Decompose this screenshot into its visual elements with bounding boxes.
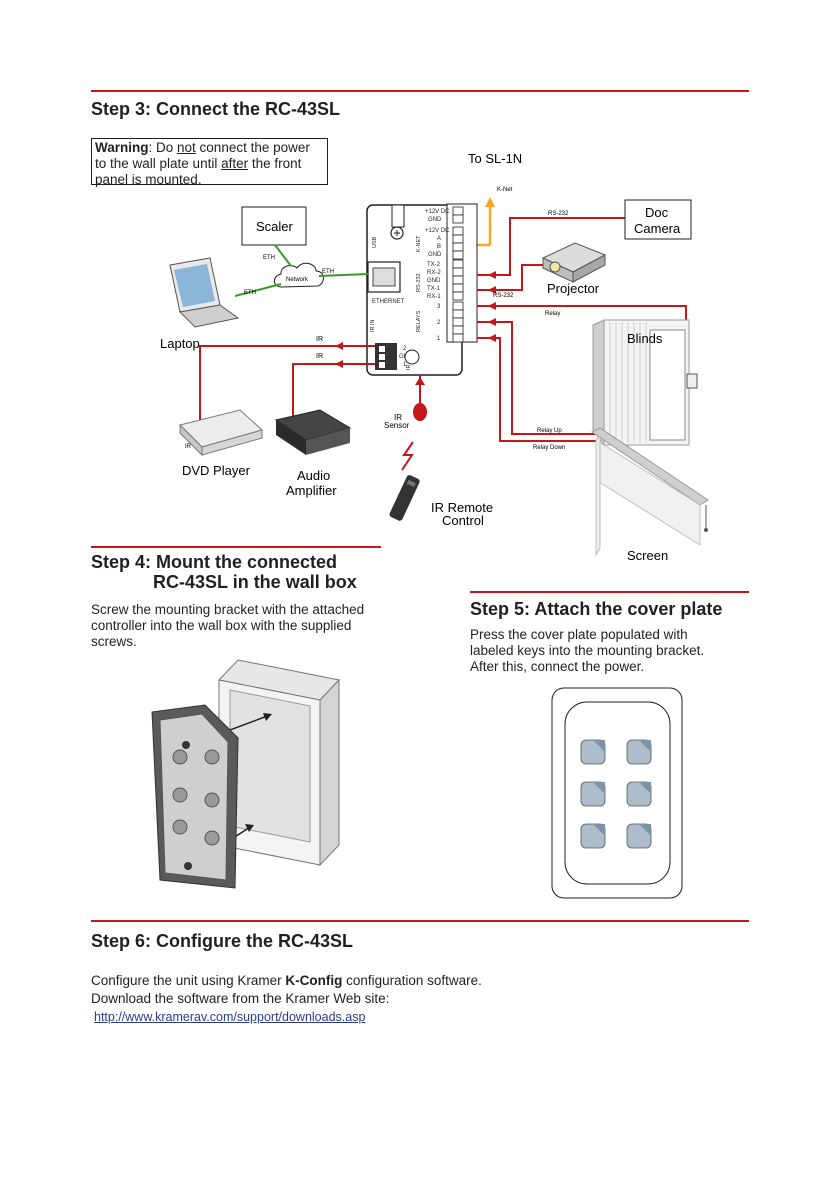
knet-label: K-Net [497,187,513,193]
svg-text:IR: IR [316,336,323,343]
ir-remote-illustration [389,475,420,521]
svg-text:ETHERNET: ETHERNET [372,299,405,305]
section-rule [470,591,749,593]
screen-label: Screen [627,548,668,563]
svg-text:2: 2 [437,320,441,326]
dvd-player-illustration [179,409,264,457]
svg-text:RS-232: RS-232 [493,293,514,299]
svg-text:TX-2: TX-2 [427,262,441,268]
doc-camera-box [624,199,692,240]
step3-title: Step 3: Connect the RC-43SL [91,99,341,119]
svg-text:+12V DC: +12V DC [425,228,450,234]
controller-panel [366,204,463,376]
svg-text:3: 3 [437,304,441,310]
svg-text:TX-1: TX-1 [427,286,441,292]
svg-text:IR: IR [185,444,192,450]
section-rule [91,546,381,548]
step6-body: Configure the unit using Kramer K-Config… [91,973,482,1024]
ir-remote-label-2: Control [442,513,484,528]
svg-text:1: 1 [437,336,441,342]
scaler-label: Scaler [256,219,294,234]
svg-text:IR OUT: IR OUT [406,351,412,370]
svg-text:B: B [437,244,441,250]
step4-body: Screw the mounting bracket with the atta… [91,602,365,649]
laptop-label: Laptop [160,336,200,351]
svg-text:+12V DC: +12V DC [425,209,450,215]
step4-title-1: Step 4: Mount the connected [91,552,338,572]
svg-text:IR: IR [316,353,323,360]
dvd-player-label: DVD Player [182,463,251,478]
scaler-box [241,206,307,246]
svg-text:K-NET: K-NET [416,235,422,252]
svg-text:GND: GND [428,217,442,223]
svg-text:GND: GND [428,252,442,258]
audio-amplifier-illustration [274,409,352,455]
step5-body: Press the cover plate populated with lab… [470,627,705,674]
svg-text:A: A [437,236,441,242]
svg-text:Sensor: Sensor [384,421,410,430]
svg-text:IR: IR [394,413,402,422]
step4-title-2: RC-43SL in the wall box [153,572,357,592]
blinds-label: Blinds [627,331,663,346]
svg-text:Relay Up: Relay Up [537,428,562,434]
audio-amp-label-2: Amplifier [286,483,337,498]
section-rule [91,90,749,92]
terminal-blocks [452,206,464,343]
svg-text:ETH: ETH [263,255,275,261]
svg-text:Relay Down: Relay Down [533,445,565,451]
svg-text:RX-2: RX-2 [427,270,441,276]
ir-sensor [413,403,427,421]
projector-illustration [541,242,607,283]
svg-text:IR IN: IR IN [370,319,376,332]
svg-text:GND: GND [399,354,413,360]
blinds-illustration [592,319,698,447]
svg-text:2: 2 [403,346,407,352]
svg-text:RS-232: RS-232 [416,273,422,292]
section-rule [91,920,749,922]
network-label: Network [286,277,309,283]
svg-text:1: 1 [403,362,407,368]
svg-text:USB: USB [372,236,378,248]
downloads-link[interactable]: http://www.kramerav.com/support/download… [94,1010,366,1024]
svg-text:Camera: Camera [634,221,681,236]
ethernet-port [367,261,401,293]
projector-label: Projector [547,281,600,296]
svg-text:GND: GND [427,278,441,284]
svg-text:RS-232: RS-232 [548,211,569,217]
warning-lead: Warning [95,140,149,155]
laptop-illustration [169,257,240,328]
to-sl-label: To SL-1N [468,151,522,166]
audio-amp-label-1: Audio [297,468,330,483]
ir-remote-label-1: IR Remote [431,500,493,515]
step5-title: Step 5: Attach the cover plate [470,599,723,619]
svg-text:Doc: Doc [645,205,669,220]
network-cloud [273,262,324,288]
svg-text:ETH: ETH [322,269,334,275]
screen-illustration [591,427,709,557]
svg-text:Relay: Relay [545,311,560,317]
svg-text:RELAYS: RELAYS [416,310,422,332]
svg-text:ETH: ETH [244,290,256,296]
step6-title: Step 6: Configure the RC-43SL [91,931,354,951]
warning-box: Warning: Do not connect the power to the… [91,138,328,187]
svg-text:RX-1: RX-1 [427,294,441,300]
